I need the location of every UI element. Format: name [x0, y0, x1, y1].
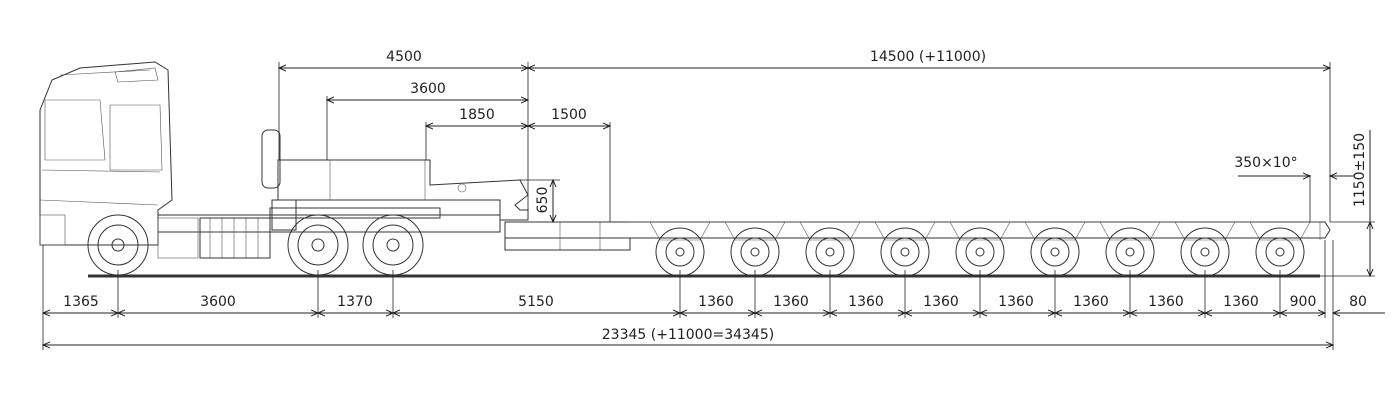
lowbed-trailer — [261, 129, 1331, 277]
trailer-wheel-7 — [1105, 227, 1155, 277]
dim-front-overhang: 1365 — [63, 294, 99, 310]
bottom-dimensions: 1365 3600 1370 5150 1360 1360 1360 1360 … — [43, 240, 1385, 350]
truck-drive-wheel-1 — [287, 214, 349, 276]
dim-gooseneck-total: 4500 — [386, 49, 422, 65]
dim-gooseneck-short: 1850 — [459, 107, 495, 123]
trailer-wheel-4 — [880, 227, 930, 277]
trailer-wheel-9 — [1255, 227, 1305, 277]
trailer-wheel-2 — [730, 227, 780, 277]
trailer-wheel-3 — [805, 227, 855, 277]
trailer-wheel-1 — [655, 227, 705, 277]
dim-axle-spacing-2: 1360 — [773, 294, 809, 310]
dim-axle-spacing-7: 1360 — [1148, 294, 1184, 310]
dim-axle-spacing-3: 1360 — [848, 294, 884, 310]
dim-axle-spacing-8: 1360 — [1223, 294, 1259, 310]
dim-axle-spacing-5: 1360 — [998, 294, 1034, 310]
trailer-wheel-5 — [955, 227, 1005, 277]
dim-axle-spacing-1: 1360 — [698, 294, 734, 310]
dim-rear-end: 80 — [1349, 294, 1367, 310]
dim-rear-overhang: 900 — [1290, 294, 1317, 310]
dim-neck-height: 650 — [535, 187, 551, 214]
tractor-truck — [39, 61, 501, 276]
dim-axle-spacing-6: 1360 — [1073, 294, 1109, 310]
dim-gooseneck-mid: 3600 — [410, 81, 446, 97]
dim-deck-height: 1150±150 — [1352, 133, 1368, 207]
dim-deck-length: 14500 (+11000) — [870, 49, 986, 65]
dim-rear-taper: 350×10° — [1234, 155, 1297, 171]
dim-neck-drop: 1500 — [551, 107, 587, 123]
trailer-wheel-8 — [1180, 227, 1230, 277]
truck-drive-wheel-2 — [362, 214, 424, 276]
dim-wheelbase: 3600 — [200, 294, 236, 310]
top-dimensions: 4500 14500 (+11000) 3600 1850 1500 — [279, 49, 1330, 222]
dim-overall-length: 23345 (+11000=34345) — [602, 327, 774, 343]
dim-tandem-spacing: 1370 — [337, 294, 373, 310]
dim-axle-spacing-4: 1360 — [923, 294, 959, 310]
trailer-wheel-6 — [1030, 227, 1080, 277]
dim-kingpin-to-axle: 5150 — [518, 294, 554, 310]
side-dimensions: 650 350×10° 1150±150 — [520, 130, 1375, 276]
